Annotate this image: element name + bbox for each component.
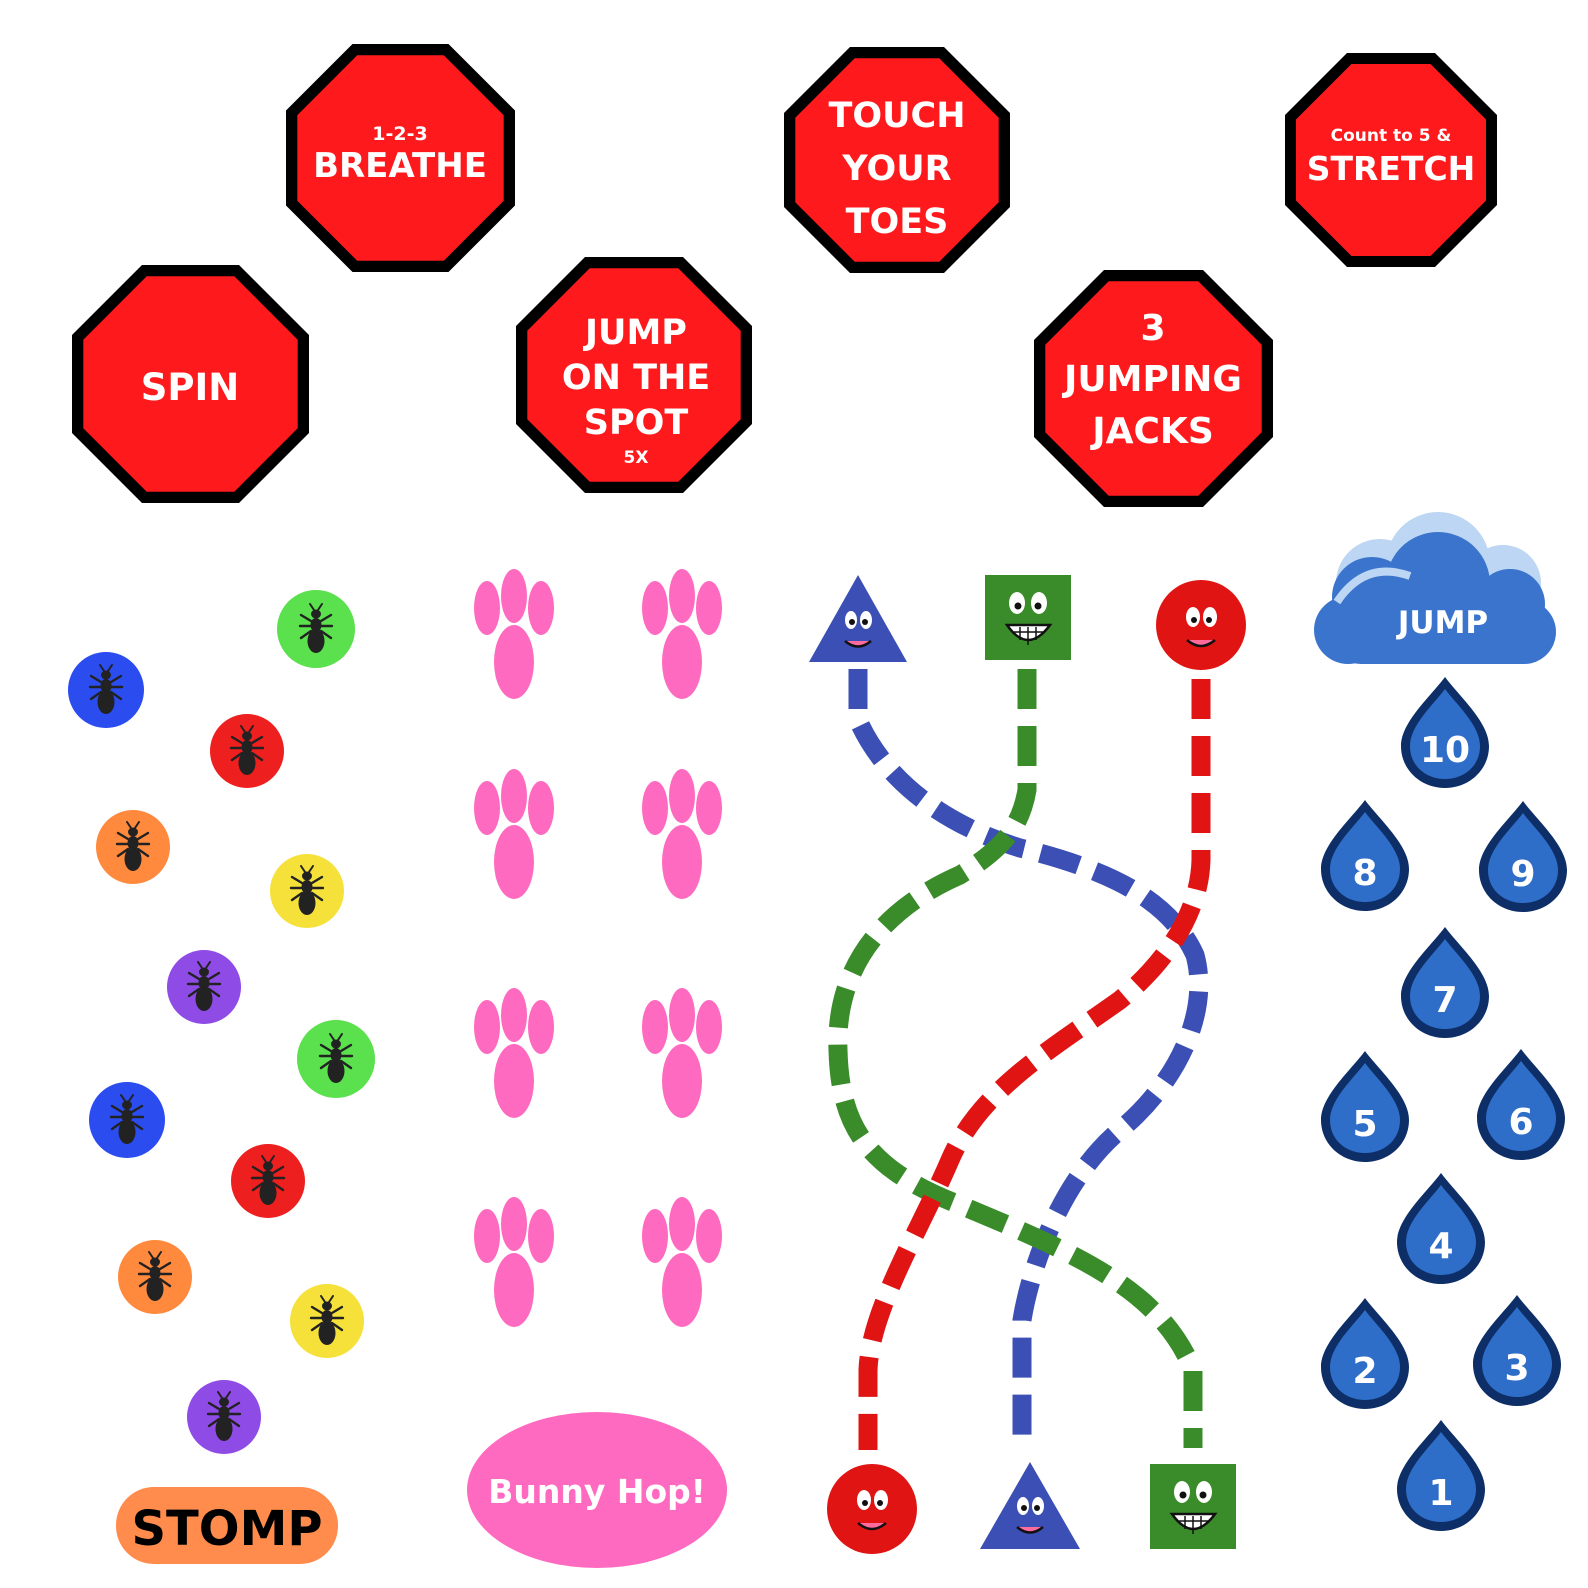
stop-sign-face — [297, 55, 504, 261]
raindrop-10[interactable]: 10 — [1401, 677, 1489, 788]
circle-shape — [827, 1464, 917, 1554]
ant-token[interactable] — [89, 1082, 165, 1158]
jump-cloud[interactable]: JUMP — [1314, 512, 1556, 664]
raindrop-number: 10 — [1420, 730, 1470, 771]
blue-path[interactable] — [848, 669, 1209, 1440]
stomp-badge-bg — [116, 1487, 338, 1564]
ant-token[interactable] — [118, 1240, 192, 1314]
stop-sign-line: SPOT — [584, 403, 689, 443]
stop-sign-line: 5X — [624, 448, 649, 468]
stop-sign-line: Count to 5 & — [1331, 126, 1452, 146]
blue-triangle-face-bottom[interactable] — [980, 1462, 1080, 1549]
raindrop-number: 6 — [1508, 1102, 1533, 1143]
stop-sign-face — [1045, 281, 1262, 496]
raindrop-3[interactable]: 3 — [1473, 1295, 1561, 1406]
stop-sign-face — [795, 58, 999, 262]
stop-sign-line: YOUR — [841, 149, 951, 189]
stop-sign-line: JUMP — [583, 313, 687, 353]
green-path[interactable] — [828, 669, 1203, 1448]
raindrop-1[interactable]: 1 — [1397, 1420, 1485, 1531]
raindrop-4[interactable]: 4 — [1397, 1173, 1485, 1284]
stop-sign-face — [527, 268, 741, 482]
stomp-badge[interactable]: STOMP — [116, 1487, 338, 1564]
bunny-paw-icon[interactable] — [642, 769, 722, 899]
raindrop-number: 9 — [1510, 854, 1535, 895]
stop-sign-breathe[interactable]: 1-2-3 BREATHE — [286, 44, 515, 272]
ant-token[interactable] — [68, 652, 144, 728]
raindrop-number: 7 — [1432, 980, 1457, 1021]
ant-token[interactable] — [297, 1020, 375, 1098]
stop-sign-line: TOUCH — [828, 96, 965, 136]
ant-token[interactable] — [290, 1284, 364, 1358]
bunny-paw-trail — [474, 569, 722, 1327]
ant-token[interactable] — [96, 810, 170, 884]
raindrop-8[interactable]: 8 — [1321, 800, 1409, 911]
stop-sign-spin[interactable]: SPIN — [72, 265, 309, 503]
green-square-face-bottom[interactable] — [1150, 1464, 1236, 1549]
ant-token[interactable] — [277, 590, 355, 668]
raindrop-countdown: 10 8 9 7 5 6 4 2 — [1321, 677, 1567, 1531]
square-shape — [1150, 1464, 1236, 1549]
stop-sign-line: SPIN — [141, 366, 240, 409]
raindrop-9[interactable]: 9 — [1479, 801, 1567, 912]
stop-sign-jump-spot[interactable]: JUMP ON THE SPOT 5X — [516, 257, 752, 493]
bunny-paw-icon[interactable] — [474, 1197, 554, 1327]
raindrop-number: 4 — [1428, 1226, 1453, 1267]
stop-sign-line: ON THE — [562, 358, 710, 398]
triangle-shape — [980, 1462, 1080, 1549]
stop-sign-stretch[interactable]: Count to 5 & STRETCH — [1285, 53, 1497, 267]
ant-token[interactable] — [167, 950, 241, 1024]
stop-sign-line: TOES — [846, 202, 949, 242]
blue-triangle-face-top[interactable] — [809, 575, 907, 662]
bunny-paw-icon[interactable] — [474, 569, 554, 699]
stop-sign-touch-toes[interactable]: TOUCH YOUR TOES — [784, 47, 1010, 273]
bunny-paw-icon[interactable] — [642, 569, 722, 699]
stop-sign-face — [83, 276, 298, 492]
raindrop-number: 3 — [1504, 1348, 1529, 1389]
raindrop-number: 2 — [1352, 1351, 1377, 1392]
stomp-label: STOMP — [131, 1501, 322, 1557]
stop-sign-line: 3 — [1140, 308, 1165, 349]
ant-trail — [68, 590, 375, 1454]
raindrop-2[interactable]: 2 — [1321, 1298, 1409, 1409]
raindrop-number: 8 — [1352, 853, 1377, 894]
raindrop-number: 1 — [1428, 1473, 1453, 1514]
stop-sign-line: JACKS — [1089, 411, 1214, 452]
red-circle-face-top[interactable] — [1156, 580, 1246, 670]
bunny-paw-icon[interactable] — [642, 1197, 722, 1327]
bunny-hop-badge[interactable]: Bunny Hop! — [467, 1412, 727, 1568]
stop-sign-line: JUMPING — [1061, 359, 1242, 400]
bunny-hop-label: Bunny Hop! — [488, 1472, 706, 1511]
stop-sign-jumping-jacks[interactable]: 3 JUMPING JACKS — [1034, 270, 1273, 507]
cloud-icon — [1314, 512, 1556, 664]
red-circle-face-bottom[interactable] — [827, 1464, 917, 1554]
raindrop-6[interactable]: 6 — [1477, 1049, 1565, 1160]
stop-sign-line: STRETCH — [1307, 149, 1476, 188]
circle-shape — [1156, 580, 1246, 670]
bunny-paw-icon[interactable] — [474, 769, 554, 899]
ant-token[interactable] — [231, 1144, 305, 1218]
shape-path-maze — [828, 669, 1211, 1450]
stop-sign-face — [1296, 64, 1486, 256]
raindrop-7[interactable]: 7 — [1401, 927, 1489, 1038]
raindrop-5[interactable]: 5 — [1321, 1051, 1409, 1162]
stop-sign-line: 1-2-3 — [372, 123, 427, 145]
red-path[interactable] — [858, 679, 1211, 1450]
square-shape — [985, 575, 1071, 660]
ant-token[interactable] — [187, 1380, 261, 1454]
ant-token[interactable] — [270, 854, 344, 928]
cloud-label: JUMP — [1396, 605, 1488, 641]
ant-token[interactable] — [210, 714, 284, 788]
green-square-face-top[interactable] — [985, 575, 1071, 660]
raindrop-number: 5 — [1352, 1104, 1377, 1145]
bunny-paw-icon[interactable] — [642, 988, 722, 1118]
bunny-hop-bg — [467, 1412, 727, 1568]
bunny-paw-icon[interactable] — [474, 988, 554, 1118]
triangle-shape — [809, 575, 907, 662]
stop-sign-line: BREATHE — [313, 146, 487, 186]
